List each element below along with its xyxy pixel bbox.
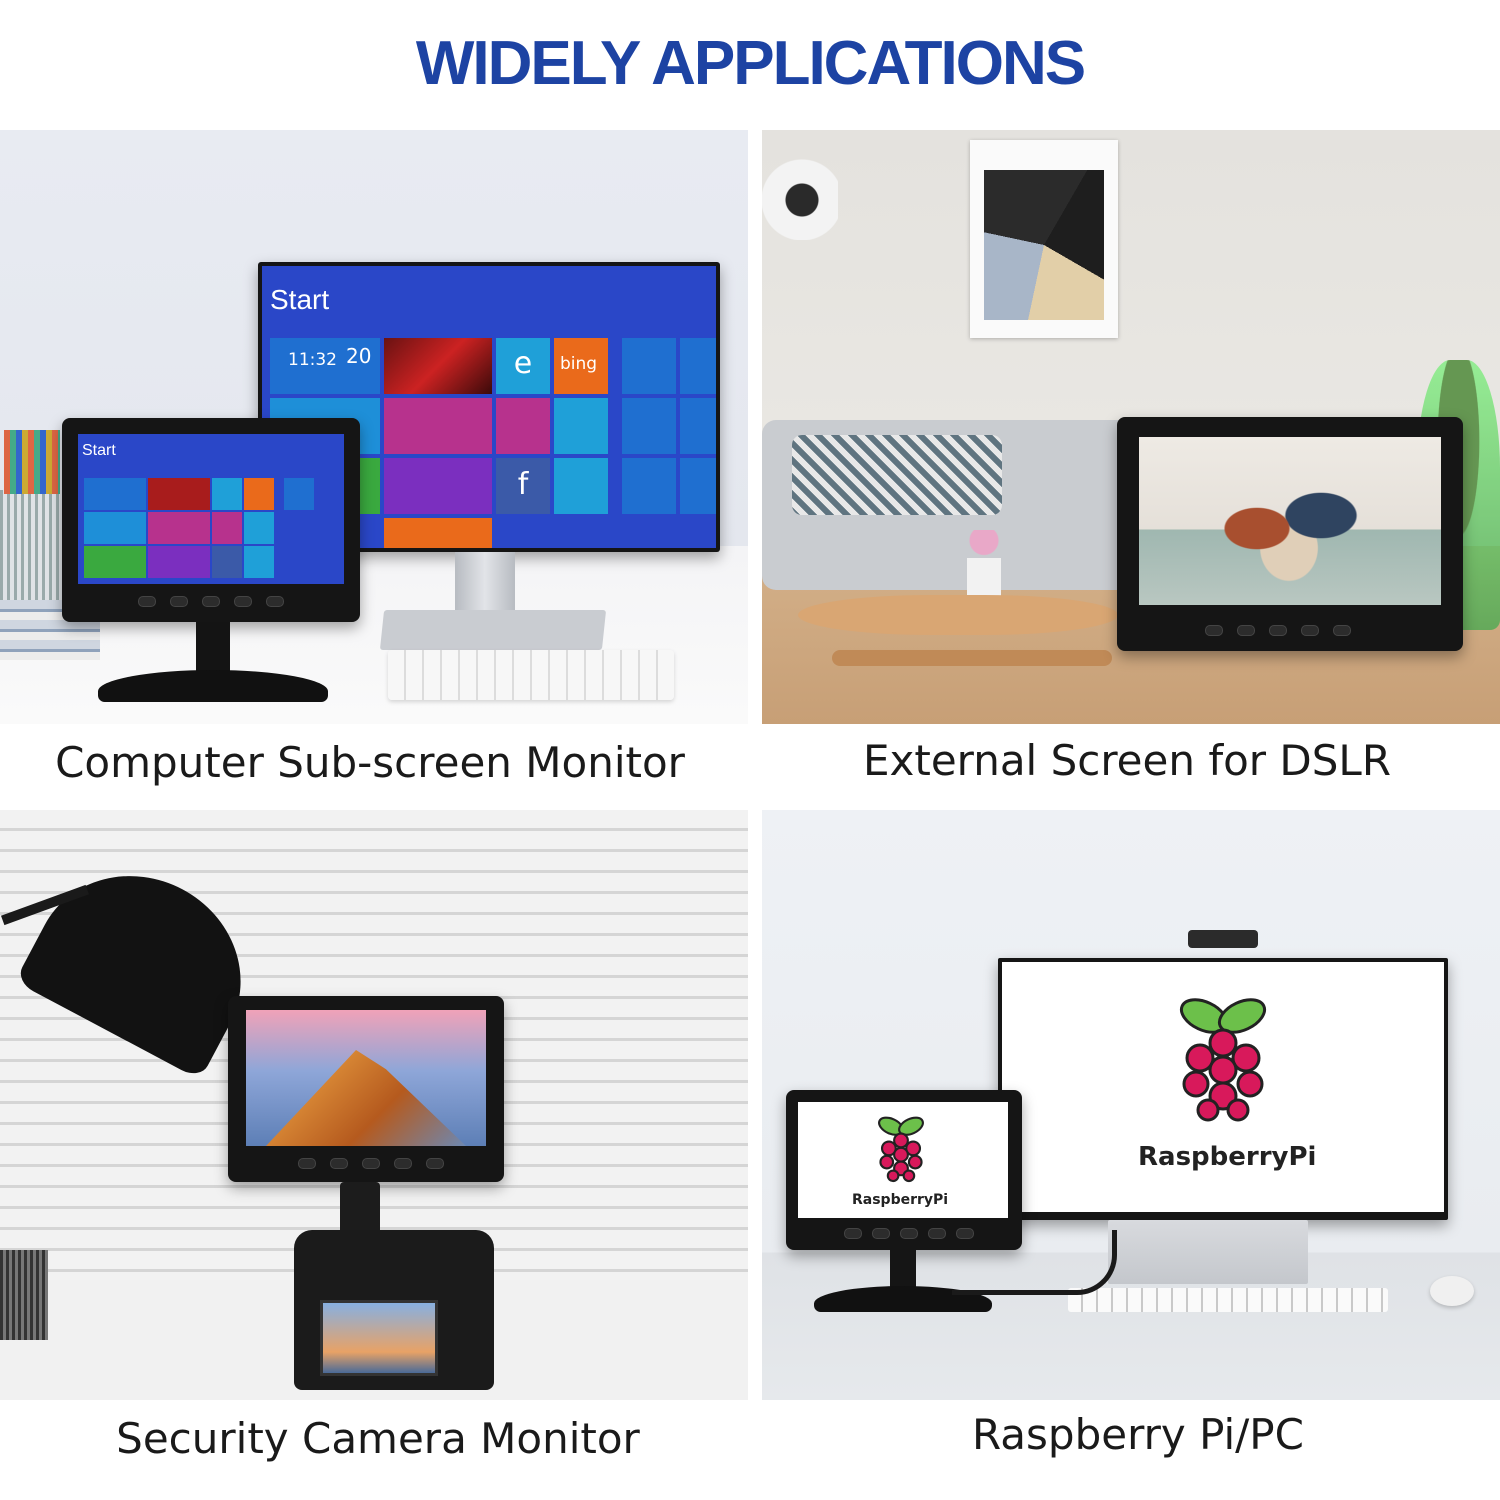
bing-label: bing bbox=[560, 354, 598, 374]
mountain-screen bbox=[246, 1010, 486, 1146]
dslr-monitor-buttons bbox=[1205, 625, 1351, 636]
pencil-cup bbox=[0, 490, 64, 600]
small-twitter-tile bbox=[244, 546, 274, 578]
app-tile-d bbox=[680, 458, 716, 514]
wall-art bbox=[984, 170, 1104, 320]
dslr-monitor-screen bbox=[1139, 437, 1441, 605]
coffee-table-shelf bbox=[832, 650, 1112, 666]
clock-tile: 11:32 20 bbox=[270, 338, 380, 394]
clock-time: 11:32 bbox=[288, 350, 337, 370]
rpi-small-monitor: RaspberryPi bbox=[786, 1090, 1022, 1250]
panel-raspberry-pi: RaspberryPi RaspberryPi bbox=[762, 810, 1500, 1400]
rpi-large-monitor: RaspberryPi bbox=[998, 958, 1448, 1220]
wall-art-frame bbox=[970, 140, 1118, 338]
raspberry-pi-logo-large bbox=[1179, 998, 1267, 1122]
maps-tile bbox=[496, 398, 550, 454]
camera-top-monitor-buttons bbox=[298, 1158, 444, 1169]
caption-external-screen-dslr: External Screen for DSLR bbox=[862, 736, 1392, 785]
small-facebook-tile bbox=[212, 546, 242, 578]
chrome-tile bbox=[622, 338, 676, 394]
small-weather-tile bbox=[84, 512, 146, 544]
rpi-keyboard bbox=[1068, 1288, 1388, 1312]
people-tile bbox=[384, 458, 492, 514]
small-bing-tile bbox=[244, 478, 274, 510]
pen-holder bbox=[0, 1250, 48, 1340]
small-ie-tile bbox=[212, 478, 242, 510]
panel-computer-sub-screen: Start 11:32 20 e bing f bbox=[0, 130, 748, 724]
caption-raspberry-pi: Raspberry Pi/PC bbox=[972, 1410, 1304, 1459]
camera-lcd bbox=[320, 1300, 438, 1376]
pencils bbox=[4, 430, 60, 494]
news-tile bbox=[384, 398, 492, 454]
app-tile-c bbox=[622, 458, 676, 514]
dslr-monitor bbox=[1117, 417, 1463, 651]
small-monitor-buttons bbox=[138, 596, 284, 607]
small-photo-tile bbox=[148, 478, 210, 510]
skydrive-tile bbox=[554, 398, 608, 454]
ie-tile: e bbox=[496, 338, 550, 394]
keyboard bbox=[388, 650, 674, 700]
panel-security-camera bbox=[0, 810, 748, 1400]
rpi-small-screen: RaspberryPi bbox=[798, 1102, 1008, 1218]
raspberry-pi-logo-small bbox=[878, 1116, 924, 1183]
page-title: WIDELY APPLICATIONS bbox=[415, 29, 1086, 98]
caption-computer-sub-screen: Computer Sub-screen Monitor bbox=[55, 738, 685, 787]
small-people-tile bbox=[148, 546, 210, 578]
family-photo bbox=[1209, 457, 1369, 587]
panel-external-screen-dslr bbox=[762, 130, 1500, 724]
small-clock-tile bbox=[84, 478, 146, 510]
raspberry-pi-label-small: RaspberryPi bbox=[852, 1192, 949, 1208]
raspberry-pi-label-large: RaspberryPi bbox=[1138, 1142, 1317, 1172]
bing-tile: bing bbox=[554, 338, 608, 394]
rpi-large-screen: RaspberryPi bbox=[1002, 962, 1444, 1212]
small-monitor: Start bbox=[62, 418, 360, 622]
small-monitor-screen: Start bbox=[78, 434, 344, 584]
mountain bbox=[266, 1050, 466, 1146]
small-app-tile-a bbox=[284, 478, 314, 510]
small-start-label: Start bbox=[82, 442, 116, 459]
qq-tile bbox=[680, 338, 716, 394]
coffee-table bbox=[798, 595, 1118, 635]
twitter-tile bbox=[554, 458, 608, 514]
photo-tile bbox=[384, 338, 492, 394]
office-tile bbox=[384, 518, 492, 548]
sofa-cushions bbox=[792, 435, 1002, 515]
hdmi-cable bbox=[952, 1230, 1117, 1295]
app-tile-b bbox=[680, 398, 716, 454]
app-tile-a bbox=[622, 398, 676, 454]
dslr-camera bbox=[294, 1230, 494, 1390]
rpi-monitor-stand bbox=[1108, 1220, 1308, 1284]
small-news-tile bbox=[148, 512, 210, 544]
large-monitor-base bbox=[379, 610, 607, 650]
webcam bbox=[1188, 930, 1258, 948]
small-skydrive-tile bbox=[244, 512, 274, 544]
camera-top-monitor bbox=[228, 996, 504, 1182]
start-label: Start bbox=[270, 284, 330, 315]
rpi-mouse bbox=[1430, 1276, 1474, 1306]
vase-flowers bbox=[967, 530, 1001, 600]
facebook-tile: f bbox=[496, 458, 550, 514]
small-maps-tile bbox=[212, 512, 242, 544]
small-store-tile bbox=[84, 546, 146, 578]
security-camera bbox=[762, 130, 838, 240]
clock-date: 20 bbox=[346, 344, 372, 368]
small-monitor-base bbox=[98, 670, 328, 702]
caption-security-camera: Security Camera Monitor bbox=[116, 1414, 640, 1463]
